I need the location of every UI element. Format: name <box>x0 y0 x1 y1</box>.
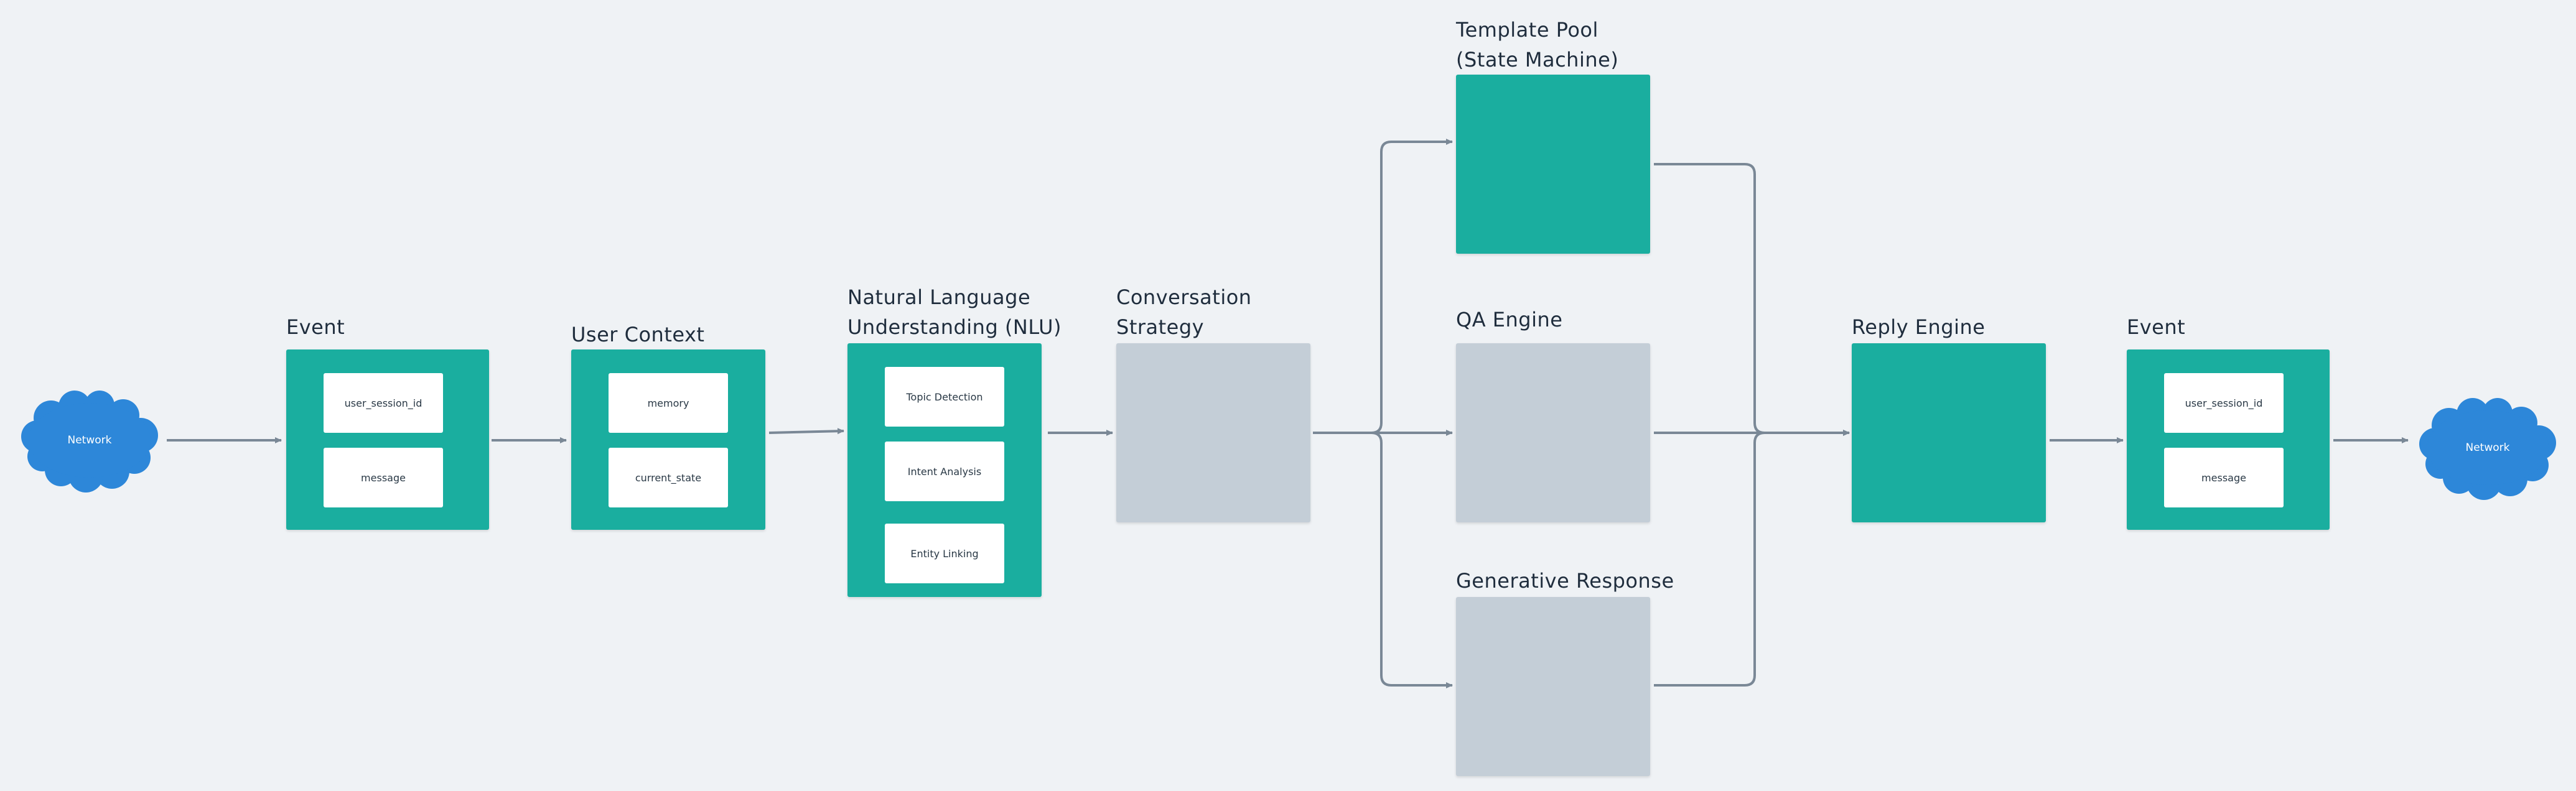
reply-engine-card[interactable] <box>1852 343 2046 522</box>
network-right-label: Network <box>2465 442 2510 454</box>
generative-response-title: Generative Response <box>1456 569 1674 593</box>
generative-response-card[interactable] <box>1456 597 1650 776</box>
template-pool-card[interactable] <box>1456 75 1650 254</box>
nlu-title-line2: Understanding (NLU) <box>847 315 1062 339</box>
nlu-field-entity-linking[interactable]: Entity Linking <box>885 524 1004 583</box>
arrow-strategy-to-template-pool <box>1371 139 1453 434</box>
event-in-field-user-session-id[interactable]: user_session_id <box>324 373 443 433</box>
nlu-title-line1: Natural Language <box>847 285 1031 309</box>
qa-engine-card[interactable] <box>1456 343 1650 522</box>
reply-engine-title: Reply Engine <box>1852 315 1986 339</box>
user-context-card[interactable]: memory current_state <box>571 349 765 530</box>
network-left-cloud: Network <box>12 386 167 495</box>
conversation-strategy-title-line1: Conversation <box>1116 285 1252 309</box>
event-in-card[interactable]: user_session_id message <box>286 349 489 530</box>
user-context-title: User Context <box>571 323 705 346</box>
cloud-icon <box>2419 398 2556 500</box>
nlu-field-intent-analysis[interactable]: Intent Analysis <box>885 442 1004 501</box>
conversation-strategy-title-line2: Strategy <box>1116 315 1205 339</box>
network-left-label: Network <box>67 434 112 446</box>
user-context-field-memory[interactable]: memory <box>609 373 728 433</box>
nlu-field-topic-detection[interactable]: Topic Detection <box>885 367 1004 427</box>
template-pool-title-line2: (State Machine) <box>1456 48 1619 72</box>
cloud-icon <box>21 391 158 493</box>
template-pool-title-line1: Template Pool <box>1456 18 1598 42</box>
event-out-title: Event <box>2127 315 2186 339</box>
event-out-card[interactable]: user_session_id message <box>2127 349 2330 530</box>
event-out-field-message[interactable]: message <box>2164 448 2284 507</box>
event-out-field-user-session-id[interactable]: user_session_id <box>2164 373 2284 433</box>
event-in-title: Event <box>286 315 345 339</box>
arrow-generative-response-to-reply-engine <box>1654 430 1850 687</box>
arrow-template-pool-to-reply-engine <box>1654 163 1850 436</box>
arrow-user-context-to-nlu <box>768 428 844 435</box>
event-in-field-message[interactable]: message <box>324 448 443 507</box>
nlu-card[interactable]: Topic Detection Intent Analysis Entity L… <box>847 343 1042 597</box>
conversation-strategy-card[interactable] <box>1116 343 1310 522</box>
qa-engine-title: QA Engine <box>1456 308 1563 331</box>
user-context-field-current-state[interactable]: current_state <box>609 448 728 507</box>
arrow-strategy-to-generative-response <box>1371 432 1453 688</box>
network-right-cloud: Network <box>2410 393 2565 502</box>
